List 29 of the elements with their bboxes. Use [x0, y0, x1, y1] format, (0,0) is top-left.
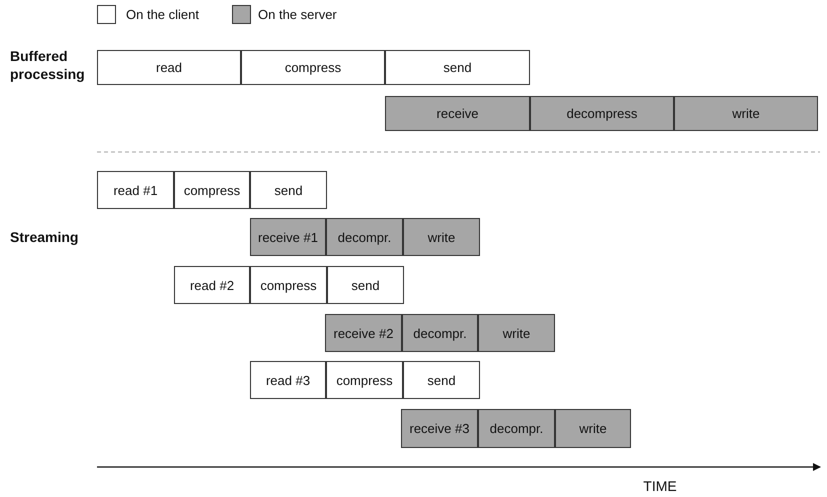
process-step-box: write [555, 409, 631, 448]
process-step-box: decompr. [326, 218, 403, 256]
process-step-box: write [674, 96, 818, 131]
process-step-box: send [403, 361, 480, 399]
process-step-box: receive #3 [401, 409, 478, 448]
process-step-box: decompr. [402, 314, 478, 352]
process-step-box: write [403, 218, 480, 256]
process-step-box: write [478, 314, 555, 352]
process-step-box: send [327, 266, 404, 304]
process-step-box: receive [385, 96, 530, 131]
process-step-box: decompr. [478, 409, 555, 448]
legend-text: On the client [126, 7, 199, 22]
process-step-box: receive #2 [325, 314, 402, 352]
process-step-box: read #2 [174, 266, 250, 304]
process-step-box: compress [241, 50, 385, 85]
process-step-box: compress [174, 171, 250, 209]
process-step-box: compress [326, 361, 403, 399]
process-step-box: send [385, 50, 530, 85]
axis-label: TIME [642, 477, 678, 495]
process-step-box: read #1 [97, 171, 174, 209]
process-step-box: compress [250, 266, 327, 304]
process-step-box: decompress [530, 96, 674, 131]
section-heading: Streaming [10, 228, 80, 246]
legend-text: On the server [258, 7, 337, 22]
process-step-box: receive #1 [250, 218, 326, 256]
process-step-box: send [250, 171, 327, 209]
process-step-box: read #3 [250, 361, 326, 399]
section-heading: Buffered processing [10, 47, 86, 83]
process-step-box: read [97, 50, 241, 85]
